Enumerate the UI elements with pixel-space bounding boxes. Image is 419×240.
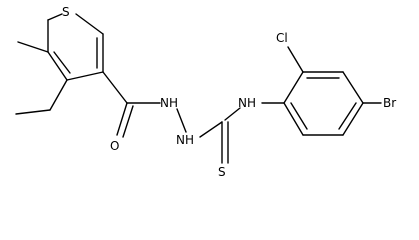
bond-c4-c5 xyxy=(47,51,68,81)
bond-cs-nh3 xyxy=(224,107,241,121)
bond-ethyl-2 xyxy=(15,109,51,115)
atom-nh-hydrazine: NH xyxy=(176,133,194,147)
bond-cl xyxy=(287,46,304,73)
bond-ph-1 xyxy=(283,71,304,104)
bond-c3-c4 xyxy=(66,71,104,81)
bond-s1-c5 xyxy=(47,13,63,21)
atom-nh-aryl: NH xyxy=(238,96,256,110)
atom-sulfur-thiophene: S xyxy=(62,5,70,19)
atom-nh-amide: NH xyxy=(160,96,178,110)
bond-ph-6 xyxy=(283,102,304,136)
molecule-structure: S O NH NH NH S Cl Br xyxy=(15,5,396,179)
bond-ph-4 xyxy=(342,102,364,136)
bond-methyl xyxy=(17,41,49,53)
bond-ph-6-inner xyxy=(290,102,308,130)
atom-bromine: Br xyxy=(383,96,396,110)
bond-s1-c2 xyxy=(75,13,104,35)
bond-nh2-cs xyxy=(199,121,223,138)
bonds xyxy=(15,13,382,164)
bond-c4-c5-inner xyxy=(53,51,71,74)
bond-co-1 xyxy=(116,102,128,136)
bond-ph-4-inner xyxy=(338,102,357,130)
atom-sulfur-thione: S xyxy=(218,165,226,179)
bond-c3-carbonyl xyxy=(102,71,128,104)
atom-labels: S O NH NH NH S Cl Br xyxy=(62,5,396,179)
bond-ethyl-1 xyxy=(49,79,68,111)
atom-chlorine: Cl xyxy=(276,31,288,45)
bond-nh1-nh2 xyxy=(176,108,187,133)
atom-oxygen: O xyxy=(110,139,119,153)
bond-co-2 xyxy=(122,105,134,138)
bond-ph-3 xyxy=(342,71,364,104)
